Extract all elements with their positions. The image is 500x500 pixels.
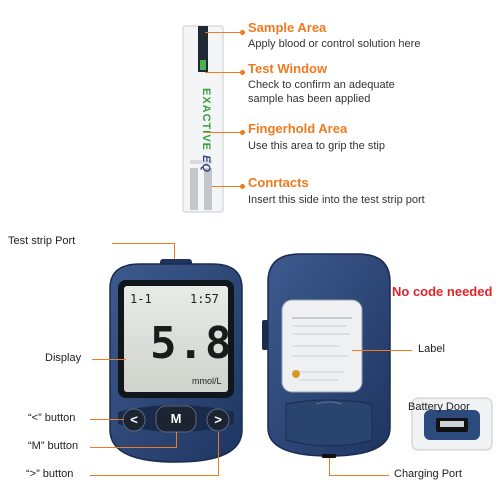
label-m-button: “M” button xyxy=(28,440,79,452)
label-right-button: “>” button xyxy=(26,468,74,480)
callout-sample-title: Sample Area xyxy=(248,20,327,35)
callout-window-title: Test Window xyxy=(248,61,328,76)
m-button[interactable]: M xyxy=(170,411,182,426)
label-label: Label xyxy=(418,343,445,355)
lcd-unit: mmol/L xyxy=(192,376,222,386)
leader-charging-v xyxy=(329,458,330,476)
callout-contacts-desc: Insert this side into the test strip por… xyxy=(248,194,425,206)
leader-charging-h xyxy=(329,475,389,476)
leader-window xyxy=(205,72,241,73)
leader-display xyxy=(92,359,126,360)
lcd-top-right: 1:57 xyxy=(190,292,219,306)
leader-m-button-h xyxy=(90,447,176,448)
leader-sample xyxy=(205,32,241,33)
right-button[interactable]: > xyxy=(214,412,222,427)
leader-right-button-h xyxy=(90,475,218,476)
leader-left-button xyxy=(90,419,124,420)
leader-fingerhold xyxy=(205,132,241,133)
leader-contacts xyxy=(212,186,241,187)
lcd-reading: 5.8 xyxy=(150,318,233,369)
leader-contacts-dot xyxy=(240,184,245,189)
leader-right-button-v xyxy=(218,432,219,476)
no-code-needed: No code needed xyxy=(392,284,493,299)
leader-fingerhold-dot xyxy=(240,130,245,135)
leader-port-h xyxy=(112,243,174,244)
left-button[interactable]: < xyxy=(130,412,138,427)
leader-window-dot xyxy=(240,70,245,75)
leader-port-v xyxy=(174,243,175,259)
label-battery-door: Battery Door xyxy=(408,401,470,413)
callout-sample-desc: Apply blood or control solution here xyxy=(248,38,421,50)
label-test-strip-port: Test strip Port xyxy=(8,235,76,247)
label-left-button: “<” button xyxy=(28,412,76,424)
leader-sample-dot xyxy=(240,30,245,35)
leader-m-button-v xyxy=(176,432,177,448)
lcd-top-left: 1-1 xyxy=(130,292,152,306)
callout-fingerhold-desc: Use this area to grip the stip xyxy=(248,140,385,152)
callout-fingerhold-title: Fingerhold Area xyxy=(248,121,348,136)
callout-window-desc: Check to confirm an adequate sample has … xyxy=(248,79,395,105)
label-display: Display xyxy=(45,352,82,364)
leader-label xyxy=(352,350,412,351)
label-charging-port: Charging Port xyxy=(394,468,462,480)
callout-contacts-title: Conrtacts xyxy=(248,175,309,190)
